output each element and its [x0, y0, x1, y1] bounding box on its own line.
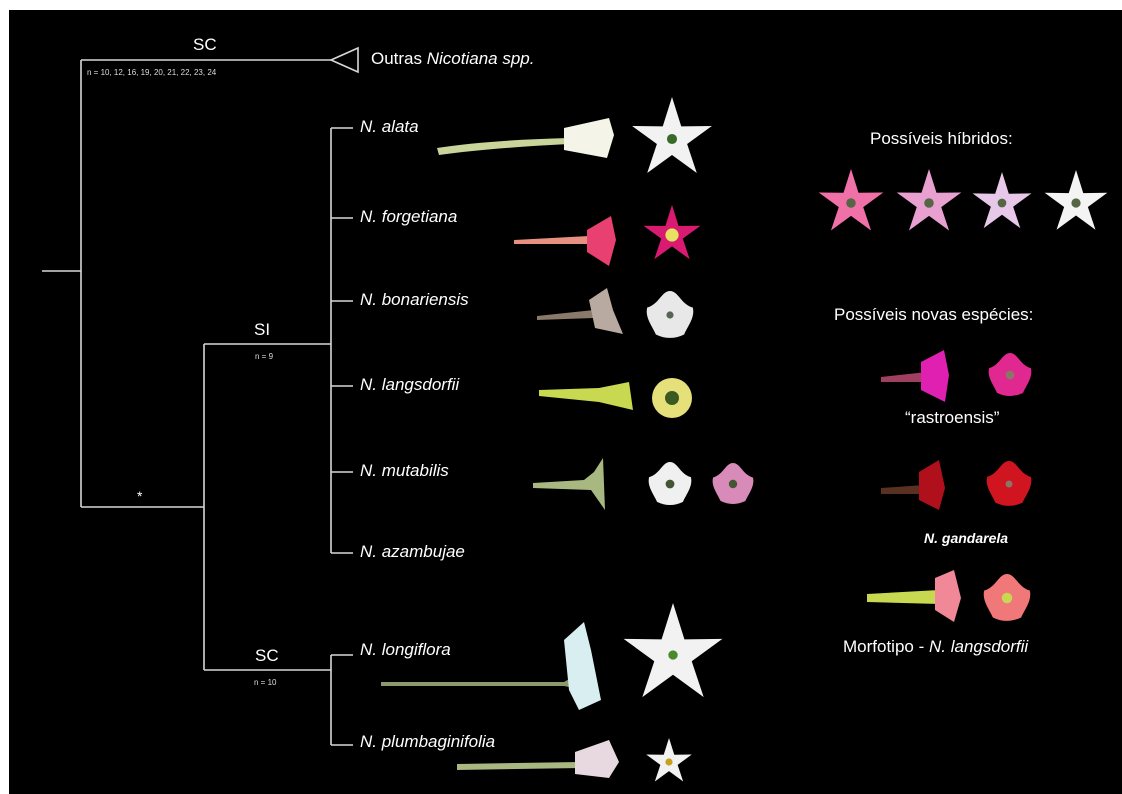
mutabilis-front-flower-white: [649, 462, 692, 505]
bonariensis-front-flower: [647, 291, 694, 338]
rastroensis-front-flower: [989, 353, 1032, 396]
hybrids-title: Possíveis híbridos:: [870, 129, 1013, 149]
species-label-longiflora: N. longiflora: [360, 640, 451, 660]
mutabilis-side-flower: [533, 458, 605, 510]
top-sc-chromosome-numbers: n = 10, 12, 16, 19, 20, 21, 22, 23, 24: [87, 68, 216, 77]
alata-front-flower: [632, 97, 712, 173]
species-label-forgetiana: N. forgetiana: [360, 207, 457, 227]
top-sc-label: SC: [193, 35, 217, 55]
forgetiana-front-flower: [644, 205, 701, 259]
collapsed-clade-triangle: [331, 48, 358, 72]
species-label-bonariensis: N. bonariensis: [360, 290, 469, 310]
bottom-sc-chromosome-number: n = 10: [254, 678, 276, 687]
si-chromosome-number: n = 9: [255, 352, 273, 361]
langsdorfii-front-flower: [652, 378, 692, 418]
morphotype-side-flower: [867, 570, 961, 622]
longiflora-front-flower: [624, 603, 723, 697]
langsdorfii-side-flower: [539, 382, 633, 410]
rastroensis-caption: “rastroensis”: [905, 408, 999, 428]
hybrid-flower-1: [819, 169, 884, 231]
species-label-mutabilis: N. mutabilis: [360, 461, 449, 481]
outgroup-genus: Nicotiana spp.: [427, 49, 535, 68]
rastroensis-side-flower: [881, 350, 949, 402]
hybrid-flower-3: [973, 172, 1032, 228]
gandarela-caption: N. gandarela: [924, 530, 1008, 546]
bonariensis-side-flower: [537, 288, 623, 334]
outgroup-label: Outras Nicotiana spp.: [371, 49, 534, 69]
gandarela-side-flower: [881, 460, 945, 510]
species-label-plumbaginifolia: N. plumbaginifolia: [360, 732, 495, 752]
gandarela-front-flower: [987, 461, 1032, 506]
outgroup-prefix: Outras: [371, 49, 427, 68]
morphotype-species: N. langsdorfii: [929, 637, 1028, 656]
hybrid-flower-2: [897, 169, 962, 231]
phylogeny-figure: SC n = 10, 12, 16, 19, 20, 21, 22, 23, 2…: [9, 10, 1122, 794]
morphotype-caption: Morfotipo - N. langsdorfii: [843, 637, 1028, 657]
mutabilis-front-flower-pink: [713, 463, 754, 504]
node-asterisk: *: [137, 488, 142, 504]
phylogenetic-tree: [9, 10, 1122, 794]
new-species-title: Possíveis novas espécies:: [834, 305, 1033, 325]
longiflora-side-flower: [381, 622, 601, 710]
morphotype-prefix: Morfotipo -: [843, 637, 929, 656]
bottom-sc-label: SC: [255, 646, 279, 666]
species-label-langsdorfii: N. langsdorfii: [360, 375, 459, 395]
forgetiana-side-flower: [514, 216, 616, 266]
species-label-alata: N. alata: [360, 117, 419, 137]
hybrid-flower-4: [1045, 170, 1108, 230]
species-label-azambujae: N. azambujae: [360, 542, 465, 562]
plumbaginifolia-front-flower: [646, 738, 692, 781]
morphotype-front-flower: [984, 574, 1031, 621]
alata-side-flower: [437, 118, 614, 158]
si-label: SI: [254, 320, 270, 340]
